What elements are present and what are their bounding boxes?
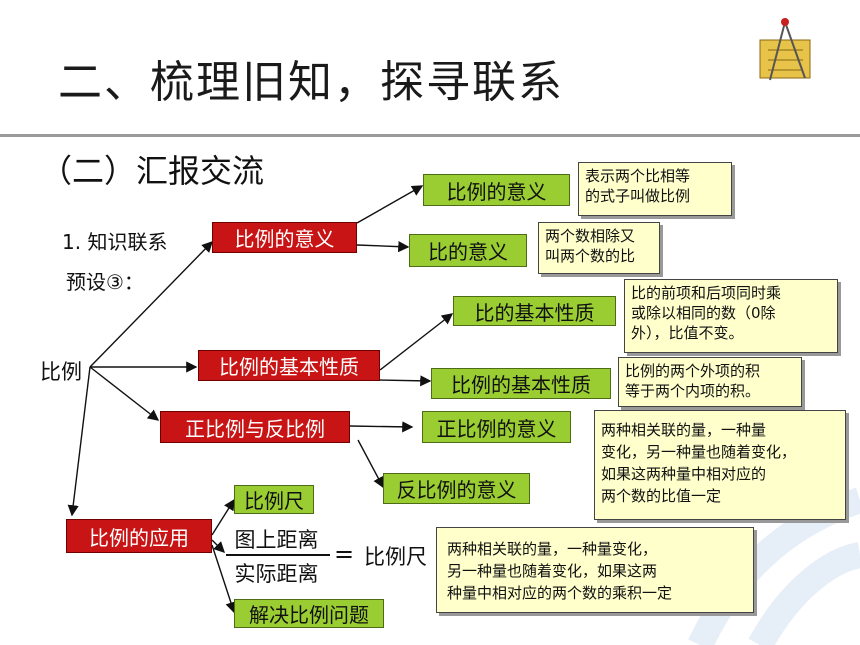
node-basic-property: 比例的基本性质 (198, 350, 380, 381)
leaf-direct-meaning: 正比例的意义 (422, 411, 571, 443)
subtitle: （二）汇报交流 (40, 152, 265, 190)
root-node: 比例 (40, 360, 82, 384)
node-direct-inverse: 正比例与反比例 (160, 411, 350, 443)
note-ratio-property: 比的前项和后项同时乘或除以相同的数（0除外），比值不变。 (624, 279, 838, 353)
leaf-solve-problems: 解决比例问题 (234, 599, 384, 628)
note-proportion-definition: 表示两个比相等的式子叫做比例 (578, 162, 732, 216)
node-application: 比例的应用 (66, 519, 212, 553)
preset-label: 预设③： (66, 270, 144, 294)
note-inverse-definition: 两种相关联的量，一种量变化，另一种量也随着变化，如果这两种量中相对应的两个数的乘… (436, 527, 754, 613)
node-meaning-of-proportion: 比例的意义 (212, 222, 357, 253)
leaf-scale: 比例尺 (234, 485, 314, 514)
title-divider (0, 134, 860, 137)
formula-numerator: 图上距离 (234, 528, 319, 552)
note-ratio-definition: 两个数相除又叫两个数的比 (538, 222, 660, 274)
note-proportion-property: 比例的两个外项的积等于两个内项的积。 (618, 357, 802, 407)
section-label: 1. 知识联系 (62, 230, 168, 254)
formula-equals: = (334, 540, 355, 568)
formula-denominator: 实际距离 (234, 562, 319, 586)
leaf-ratio-basic-property: 比的基本性质 (453, 296, 616, 326)
leaf-inverse-meaning: 反比例的意义 (383, 473, 530, 504)
note-direct-definition: 两种相关联的量，一种量变化，另一种量也随着变化，如果这两种量中相对应的两个数的比… (594, 410, 846, 520)
formula-result: 比例尺 (364, 545, 427, 569)
leaf-ratio-meaning: 比的意义 (409, 234, 527, 267)
leaf-proportion-meaning: 比例的意义 (423, 174, 570, 206)
leaf-proportion-basic-property: 比例的基本性质 (431, 368, 611, 399)
formula-fraction-bar (226, 554, 330, 556)
page-title: 二、梳理旧知，探寻联系 (58, 57, 564, 108)
